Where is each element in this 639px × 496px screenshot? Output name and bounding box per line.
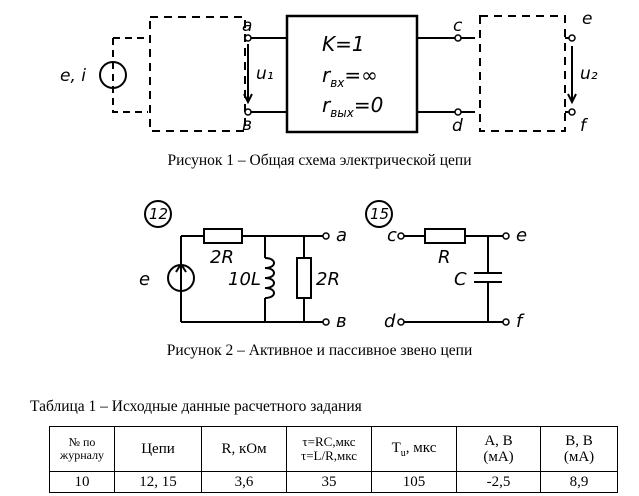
cell-circuits: 12, 15 xyxy=(114,471,202,493)
label-c-cap: C xyxy=(454,269,467,290)
resistor-2r-shunt xyxy=(296,257,312,299)
label-node-c: c xyxy=(387,225,397,246)
cell-a: -2,5 xyxy=(456,471,541,493)
label-2r-shunt: 2R xyxy=(316,269,340,290)
table-1-caption: Таблица 1 – Исходные данные расчетного з… xyxy=(30,398,362,415)
svg-text:rвх=∞: rвх=∞ xyxy=(322,63,378,90)
figure-1-schematic: e, i a в c d e f u₁ u₂ K=1 rвх=∞ rвых=0 xyxy=(60,9,598,136)
header-r: R, кОм xyxy=(201,426,287,472)
cell-tau: 35 xyxy=(286,471,372,493)
resistor-2r-series xyxy=(203,228,243,244)
label-gain: K=1 xyxy=(322,32,365,56)
cell-tu: 105 xyxy=(371,471,457,493)
header-a: A, B(мА) xyxy=(456,426,541,472)
label-r: R xyxy=(438,247,451,268)
circuit-15-number: 15 xyxy=(370,205,389,223)
figure-2-schematic: 12 15 e 2R 10L 2R a в c d e f R C xyxy=(139,200,527,332)
label-d: d xyxy=(452,116,463,136)
label-node-a: a xyxy=(336,225,347,246)
terminal-d xyxy=(454,108,462,116)
output-network-dashed-box xyxy=(479,15,566,132)
label-node-d: d xyxy=(384,311,396,332)
label-c: c xyxy=(453,16,463,36)
label-10l: 10L xyxy=(228,269,261,290)
resistor-r xyxy=(424,228,466,244)
label-source-e-i: e, i xyxy=(60,66,86,86)
header-tu: Tu, мкс xyxy=(371,426,457,472)
cell-r: 3,6 xyxy=(201,471,287,493)
terminal-a xyxy=(244,34,252,42)
label-b: в xyxy=(242,115,252,135)
ideal-amplifier-block xyxy=(285,14,419,134)
terminal-e xyxy=(568,34,576,42)
terminal-c xyxy=(454,34,462,42)
label-source-e: e xyxy=(139,269,150,290)
label-u1: u₁ xyxy=(256,64,274,84)
svg-text:rвых=0: rвых=0 xyxy=(322,93,383,120)
cell-journal-number: 10 xyxy=(49,471,115,493)
cell-b: 8,9 xyxy=(540,471,618,493)
label-node-e: e xyxy=(516,225,527,246)
circuit-12-number: 12 xyxy=(149,205,168,223)
terminal-f xyxy=(568,108,576,116)
figure-2-caption: Рисунок 2 – Активное и пассивное звено ц… xyxy=(166,342,473,359)
input-network-dashed-box xyxy=(149,16,246,132)
figure-1-caption: Рисунок 1 – Общая схема электрической це… xyxy=(167,152,472,169)
circuit-15-number-circle xyxy=(365,200,393,228)
label-e: e xyxy=(582,9,592,29)
source-circle xyxy=(99,61,127,89)
header-circuits: Цепи xyxy=(114,426,202,472)
table-row: 10 12, 15 3,6 35 105 -2,5 8,9 xyxy=(49,471,618,493)
inductor-10l xyxy=(264,257,275,299)
label-2r-series: 2R xyxy=(210,247,234,268)
terminal-b xyxy=(244,108,252,116)
label-u2: u₂ xyxy=(580,64,598,84)
header-journal-number: № по журналу xyxy=(49,426,115,472)
label-a: a xyxy=(242,16,252,36)
header-b: B, B(мА) xyxy=(540,426,618,472)
source-dashed-enclosure xyxy=(112,37,148,113)
label-node-b: в xyxy=(336,311,347,332)
label-f: f xyxy=(580,116,589,136)
label-node-f: f xyxy=(516,311,525,332)
circuit-12-number-circle xyxy=(144,200,172,228)
